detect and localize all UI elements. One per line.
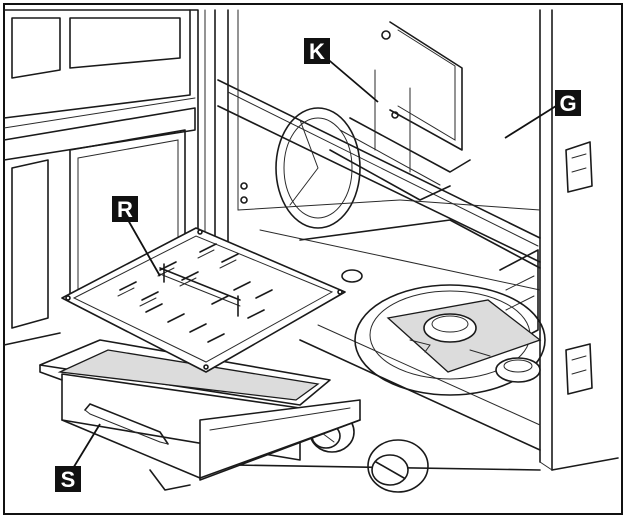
callout-g: G <box>555 90 581 116</box>
control-knobs <box>149 411 541 493</box>
svg-text:R: R <box>117 197 133 222</box>
leader-g <box>504 105 557 139</box>
drawer <box>39 339 361 481</box>
callout-s: S <box>55 466 81 492</box>
callout-r: R <box>112 196 138 222</box>
leader-k <box>323 55 379 103</box>
leader-r <box>127 219 161 277</box>
svg-text:S: S <box>61 467 76 492</box>
cabinet <box>214 9 619 471</box>
burner-assembly <box>341 269 546 396</box>
grid-slots <box>117 243 273 343</box>
svg-text:K: K <box>309 39 325 64</box>
fan-disc <box>275 107 361 229</box>
door <box>3 9 206 346</box>
diagram-frame <box>3 3 623 515</box>
grid-plate <box>61 227 346 373</box>
svg-text:G: G <box>559 91 576 116</box>
leader-s <box>71 423 101 471</box>
callout-k: K <box>304 38 330 64</box>
